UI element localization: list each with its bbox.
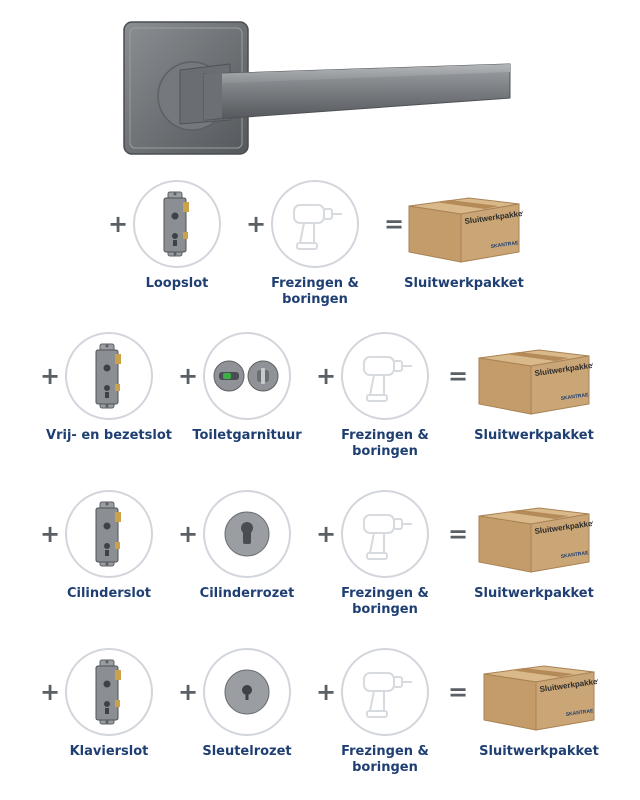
box-brand: SKANTRAE	[565, 708, 594, 718]
cylinder-rose-icon	[219, 506, 275, 562]
component-circle	[203, 332, 291, 420]
bundle-row: + Klavierslot + Sleutelrozet + Frezingen &…	[0, 646, 640, 796]
toilet-fitting-icon	[211, 356, 283, 396]
equals-sign: =	[448, 520, 469, 548]
component-circle	[203, 490, 291, 578]
component-circle	[341, 332, 429, 420]
equals-sign: =	[384, 210, 405, 238]
lock-case-icon	[150, 188, 204, 260]
door-handle-image	[123, 21, 511, 155]
plus-sign: +	[178, 520, 199, 548]
package-box-image: Sluitwerkpakket SKANTRAE	[405, 184, 523, 264]
box-brand: SKANTRAE	[560, 550, 589, 560]
component-label: Toiletgarnituur	[192, 428, 302, 443]
plus-sign: +	[40, 678, 61, 706]
component-circle	[65, 648, 153, 736]
drill-icon	[284, 193, 346, 255]
component-circle	[65, 490, 153, 578]
result-label: Sluitwerkpakket	[479, 744, 599, 759]
result-label: Sluitwerkpakket	[474, 586, 594, 601]
package-box-image: Sluitwerkpakket SKANTRAE	[475, 336, 593, 416]
box-brand: SKANTRAE	[560, 392, 589, 402]
plus-sign: +	[316, 362, 337, 390]
lock-case-icon	[82, 498, 136, 570]
component-label: Frezingen & boringen	[341, 744, 429, 775]
bundle-row: + Vrij- en bezetslot + Toiletgarnituur +	[0, 330, 640, 480]
component-label: Frezingen & boringen	[341, 586, 429, 617]
component-label: Cilinderrozet	[199, 586, 295, 601]
component-circle	[65, 332, 153, 420]
result-label: Sluitwerkpakket	[474, 428, 594, 443]
package-box-image: Sluitwerkpakket SKANTRAE	[480, 652, 598, 732]
package-box-image: Sluitwerkpakket SKANTRAE	[475, 494, 593, 574]
equals-sign: =	[448, 362, 469, 390]
component-circle	[203, 648, 291, 736]
drill-icon	[354, 503, 416, 565]
component-circle	[341, 490, 429, 578]
plus-sign: +	[316, 520, 337, 548]
drill-icon	[354, 661, 416, 723]
component-label: Frezingen & boringen	[341, 428, 429, 459]
component-circle	[341, 648, 429, 736]
component-label: Sleutelrozet	[202, 744, 292, 759]
plus-sign: +	[40, 362, 61, 390]
plus-sign: +	[178, 678, 199, 706]
bundle-row: + Loopslot + Frezingen & boringen = Sluitw…	[0, 178, 640, 328]
component-label: Loopslot	[145, 276, 209, 291]
box-brand: SKANTRAE	[490, 240, 519, 250]
component-label: Klavierslot	[69, 744, 149, 759]
component-label: Frezingen & boringen	[271, 276, 359, 307]
lock-case-icon	[82, 340, 136, 412]
bundle-row: + Cilinderslot + Cilinderrozet + Frezingen…	[0, 488, 640, 638]
component-circle	[133, 180, 221, 268]
key-rose-icon	[219, 664, 275, 720]
plus-sign: +	[40, 520, 61, 548]
equals-sign: =	[448, 678, 469, 706]
plus-sign: +	[316, 678, 337, 706]
plus-sign: +	[246, 210, 267, 238]
plus-sign: +	[108, 210, 129, 238]
plus-sign: +	[178, 362, 199, 390]
component-label: Cilinderslot	[66, 586, 152, 601]
lock-case-icon	[82, 656, 136, 728]
result-label: Sluitwerkpakket	[404, 276, 524, 291]
component-circle	[271, 180, 359, 268]
drill-icon	[354, 345, 416, 407]
component-label: Vrij- en bezetslot	[46, 428, 172, 443]
